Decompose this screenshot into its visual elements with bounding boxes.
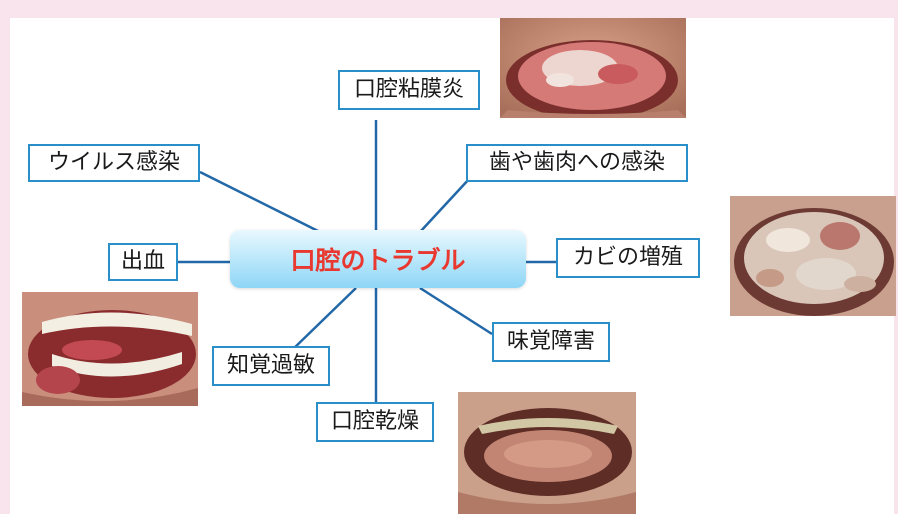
center-label: 口腔のトラブル xyxy=(290,246,466,275)
right-border xyxy=(894,0,898,514)
node-label: ウイルス感染 xyxy=(47,150,180,175)
node-label: 知覚過敏 xyxy=(226,353,315,378)
node-hyperesthesia: 知覚過敏 xyxy=(212,346,330,386)
top-border xyxy=(0,0,898,18)
node-taste-disorder: 味覚障害 xyxy=(492,322,610,362)
left-border xyxy=(0,0,10,514)
node-dry-mouth: 口腔乾燥 xyxy=(316,402,434,442)
line-taste xyxy=(419,286,493,336)
node-viral-infection: ウイルス感染 xyxy=(28,144,200,182)
node-label: 出血 xyxy=(120,249,165,274)
node-label: 口腔乾燥 xyxy=(330,409,419,434)
node-dental-infection: 歯や歯肉への感染 xyxy=(466,144,688,182)
node-bleeding: 出血 xyxy=(108,243,178,281)
node-label: 味覚障害 xyxy=(506,329,595,354)
node-label: カビの増殖 xyxy=(572,245,683,270)
node-oral-mucositis: 口腔粘膜炎 xyxy=(338,70,480,110)
photo-fungal-growth xyxy=(730,196,896,316)
line-dental xyxy=(419,177,471,233)
line-hyperesthesia xyxy=(289,287,357,353)
line-viral xyxy=(199,170,321,234)
node-label: 口腔粘膜炎 xyxy=(353,77,464,102)
photo-bleeding xyxy=(22,292,198,406)
center-node: 口腔のトラブル xyxy=(230,230,526,288)
photo-dry-mouth xyxy=(458,392,636,514)
node-fungal-growth: カビの増殖 xyxy=(556,238,700,278)
node-label: 歯や歯肉への感染 xyxy=(488,150,665,175)
photo-oral-mucositis xyxy=(500,18,686,118)
